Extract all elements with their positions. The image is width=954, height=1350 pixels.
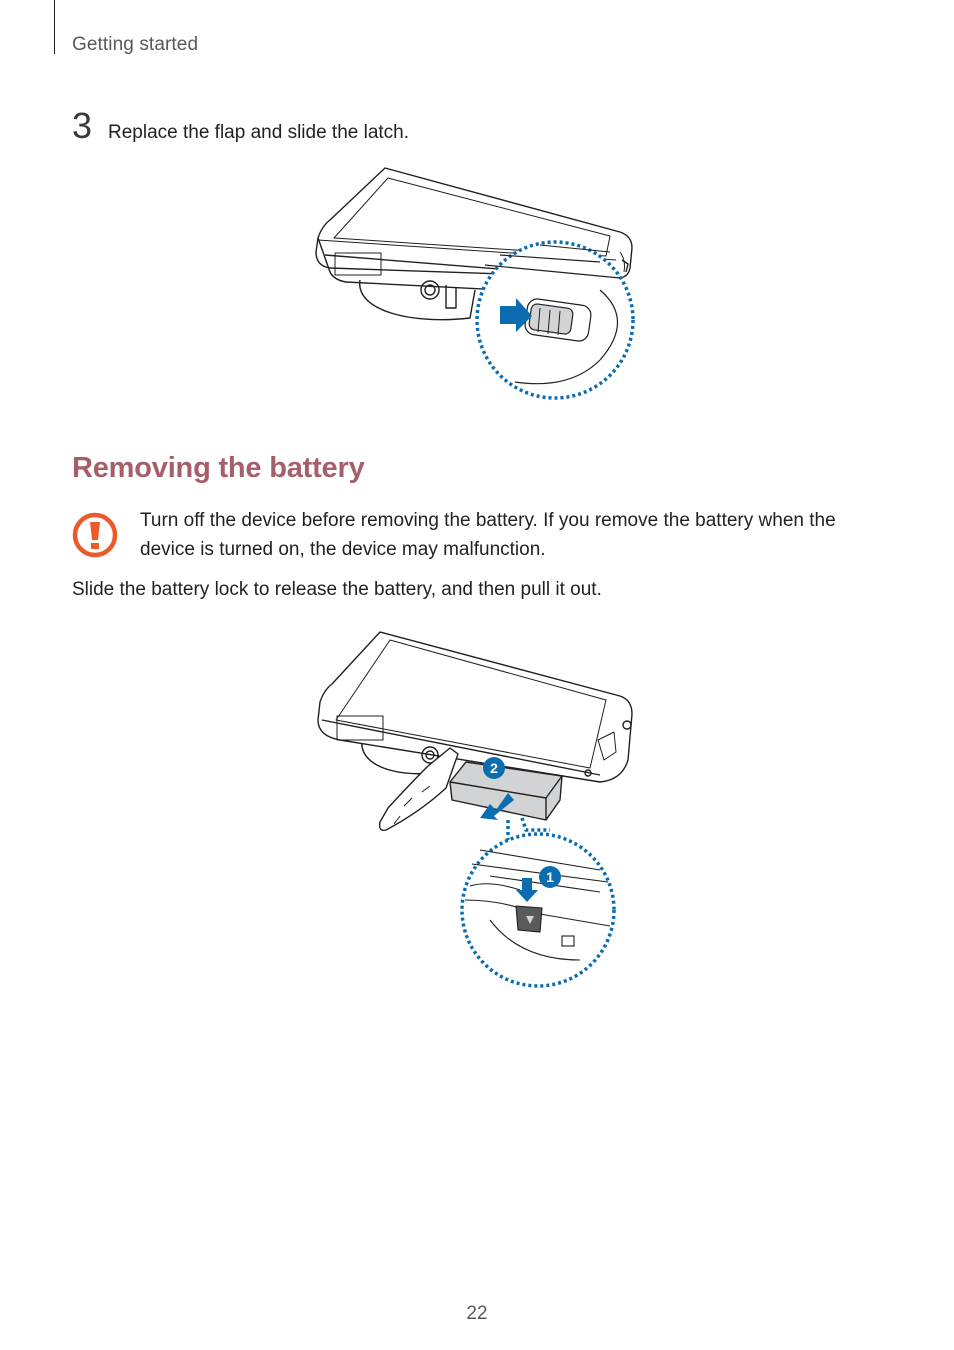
- step-number: 3: [72, 105, 93, 146]
- page-number: 22: [466, 1303, 488, 1324]
- callout-1: 1: [546, 869, 554, 885]
- callout-2: 2: [490, 760, 498, 776]
- header-rule: [54, 0, 55, 54]
- step-3: 3 Replace the flap and slide the latch.: [72, 108, 409, 144]
- latch-illustration: [315, 167, 635, 400]
- section-title: Removing the battery: [72, 452, 365, 484]
- instruction-text: Slide the battery lock to release the ba…: [72, 579, 602, 600]
- caution-exclamation-icon: [72, 512, 118, 558]
- step-text: Replace the flap and slide the latch.: [108, 122, 410, 143]
- caution-text: Turn off the device before removing the …: [140, 510, 836, 560]
- battery-removal-illustration: 2 1: [317, 631, 633, 988]
- caution-note: Turn off the device before removing the …: [72, 506, 882, 564]
- running-head: Getting started: [72, 34, 199, 55]
